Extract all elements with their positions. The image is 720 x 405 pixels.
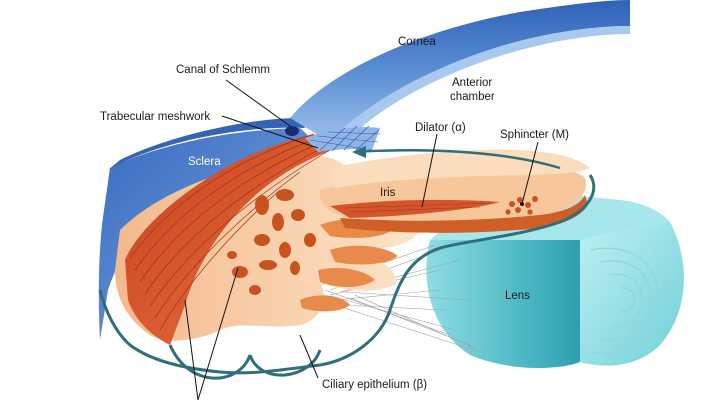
- iris-pigment-layer: [340, 195, 588, 233]
- label-iris: Iris: [380, 187, 396, 199]
- sclera-shape: [98, 128, 318, 340]
- dilator-muscle: [330, 199, 500, 218]
- lens-rings: [589, 247, 660, 354]
- sphincter-muscle: [505, 196, 538, 215]
- aqueous-flow-arrow: [354, 149, 561, 170]
- cornea-shape: [290, 0, 630, 142]
- leader-lines: [184, 79, 539, 401]
- arrow-head: [352, 146, 366, 158]
- lens-shape: [426, 240, 580, 368]
- label-anterior-chamber-1: Anterior: [452, 77, 492, 89]
- label-dilator: Dilator (α): [415, 122, 466, 134]
- sphincter-pointer-dot: [520, 202, 524, 206]
- label-ciliary-epithelium: Ciliary epithelium (β): [322, 379, 427, 391]
- label-sclera: Sclera: [188, 156, 221, 168]
- label-sphincter: Sphincter (M): [500, 129, 569, 141]
- lens-cut-face: [580, 222, 684, 366]
- label-trabecular-meshwork: Trabecular meshwork: [100, 111, 210, 123]
- label-canal-of-schlemm: Canal of Schlemm: [176, 64, 270, 76]
- label-lens: Lens: [505, 290, 530, 302]
- epithelium-loop-2: [248, 349, 322, 377]
- epithelium-loop-1: [168, 344, 252, 380]
- epithelium-outline: [98, 174, 596, 375]
- ciliary-muscle: [125, 134, 332, 345]
- label-anterior-chamber-2: chamber: [450, 91, 495, 103]
- canal-of-schlemm-shape: [285, 126, 299, 136]
- label-cornea: Cornea: [398, 36, 436, 48]
- dilator-striations: [344, 202, 491, 213]
- muscle-striations: [129, 133, 331, 331]
